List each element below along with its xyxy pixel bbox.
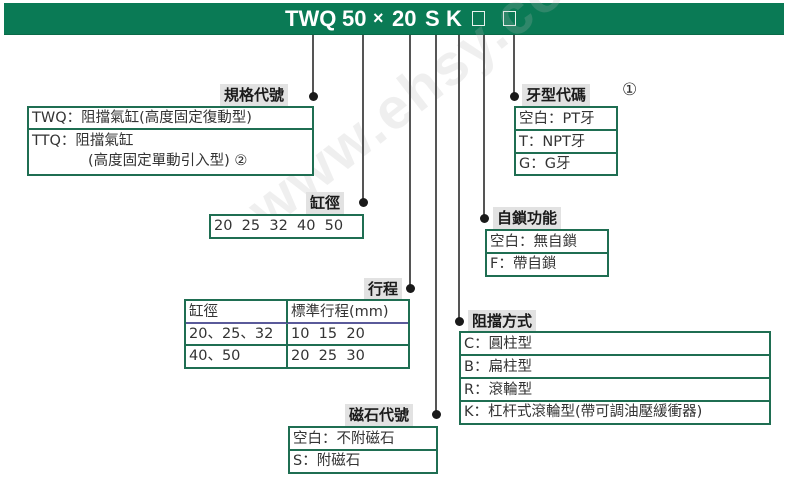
connector-dot-stroke [406,284,415,293]
thread-row: G：G牙 [519,156,571,172]
model-code-header: TWQ 50 × 20 S K [4,3,784,35]
connector-dot-thread [510,92,519,101]
stroke-row-values: 20 25 30 [291,348,365,364]
thread-row: T：NPT牙 [516,131,616,154]
stroke-row: 20、25、32 10 15 20 [186,324,408,346]
code-magnet: S [425,6,440,31]
stroke-row: 40、50 20 25 30 [186,346,408,367]
magnet-row: S：附磁石 [293,453,361,469]
thread-row: 空白：PT牙 [516,108,616,131]
stroke-table: 缸徑 標準行程(mm) 20、25、32 10 15 20 40、50 20 2… [184,299,410,369]
connector-series [312,35,314,97]
series-code-row-ttq-line1: TTQ：阻擋氣缸 [32,133,134,149]
series-code-row-ttq-line2: (高度固定單動引入型) ② [88,153,248,169]
self-lock-row: F：帶自鎖 [490,256,557,272]
model-code: TWQ 50 × 20 S K [4,3,784,34]
stroke-label: 行程 [364,278,403,300]
code-times: × [373,8,384,28]
bore-table: 20 25 32 40 50 [209,214,364,239]
stroke-header-bore: 缸徑 [186,301,288,323]
self-lock-label: 自鎖功能 [493,207,562,229]
stroke-header-row: 缸徑 標準行程(mm) [186,301,408,324]
series-code-row-ttq: TTQ：阻擋氣缸 (高度固定單動引入型) ② [29,130,312,174]
stopper-type-row: R：滾輪型 [461,379,769,402]
series-code-label: 規格代號 [220,84,289,106]
connector-self-lock [483,35,485,219]
connector-bore [362,35,364,203]
bore-values: 20 25 32 40 50 [214,218,344,234]
stroke-row-values: 10 15 20 [291,326,365,342]
connector-stroke [409,35,411,289]
code-series: TWQ [285,6,337,31]
stroke-header-stroke: 標準行程(mm) [291,304,389,320]
stopper-type-row: B：扁柱型 [461,356,769,379]
self-lock-table: 空白：無自鎖 F：帶自鎖 [485,229,609,277]
connector-thread [513,35,515,97]
stopper-type-row: C：圓柱型 [461,333,769,356]
code-stroke: 20 [392,6,417,31]
thread-label: 牙型代碼 [522,84,591,106]
magnet-row: 空白：不附磁石 [290,428,436,451]
thread-table: 空白：PT牙 T：NPT牙 G：G牙 [514,106,618,176]
connector-dot-stopper [455,317,464,326]
code-stopper: K [446,6,462,31]
series-code-table: TWQ：阻擋氣缸(高度固定復動型) TTQ：阻擋氣缸 (高度固定單動引入型) ② [27,106,314,176]
code-bore: 50 [342,6,367,31]
thread-note-marker: ① [622,80,638,100]
magnet-table: 空白：不附磁石 S：附磁石 [288,426,438,474]
connector-dot-self-lock [480,214,489,223]
code-self-lock-placeholder-box [472,11,485,26]
connector-magnet [435,35,437,415]
connector-stopper [458,35,460,322]
stopper-type-row: K：杠杆式滾輪型(帶可調油壓緩衝器) [464,404,703,420]
self-lock-row: 空白：無自鎖 [487,231,607,254]
stopper-type-table: C：圓柱型 B：扁柱型 R：滾輪型 K：杠杆式滾輪型(帶可調油壓緩衝器) [459,331,771,425]
stroke-row-bore: 40、50 [186,346,288,367]
magnet-label: 磁石代號 [345,404,414,426]
bore-label: 缸徑 [306,192,345,214]
series-code-row-twq: TWQ：阻擋氣缸(高度固定復動型) [29,108,312,130]
stopper-type-label: 阻擋方式 [468,310,537,332]
stroke-row-bore: 20、25、32 [186,324,288,345]
connector-dot-bore [359,198,368,207]
connector-dot-series [309,92,318,101]
code-thread-placeholder-box [503,11,516,26]
connector-dot-magnet [432,410,441,419]
